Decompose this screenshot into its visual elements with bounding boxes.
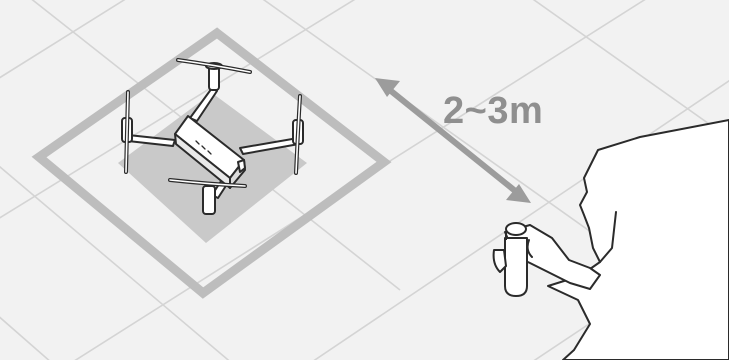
person-icon <box>505 120 729 360</box>
remote-controller-icon <box>494 223 527 296</box>
distance-label: 2~3m <box>443 92 543 130</box>
